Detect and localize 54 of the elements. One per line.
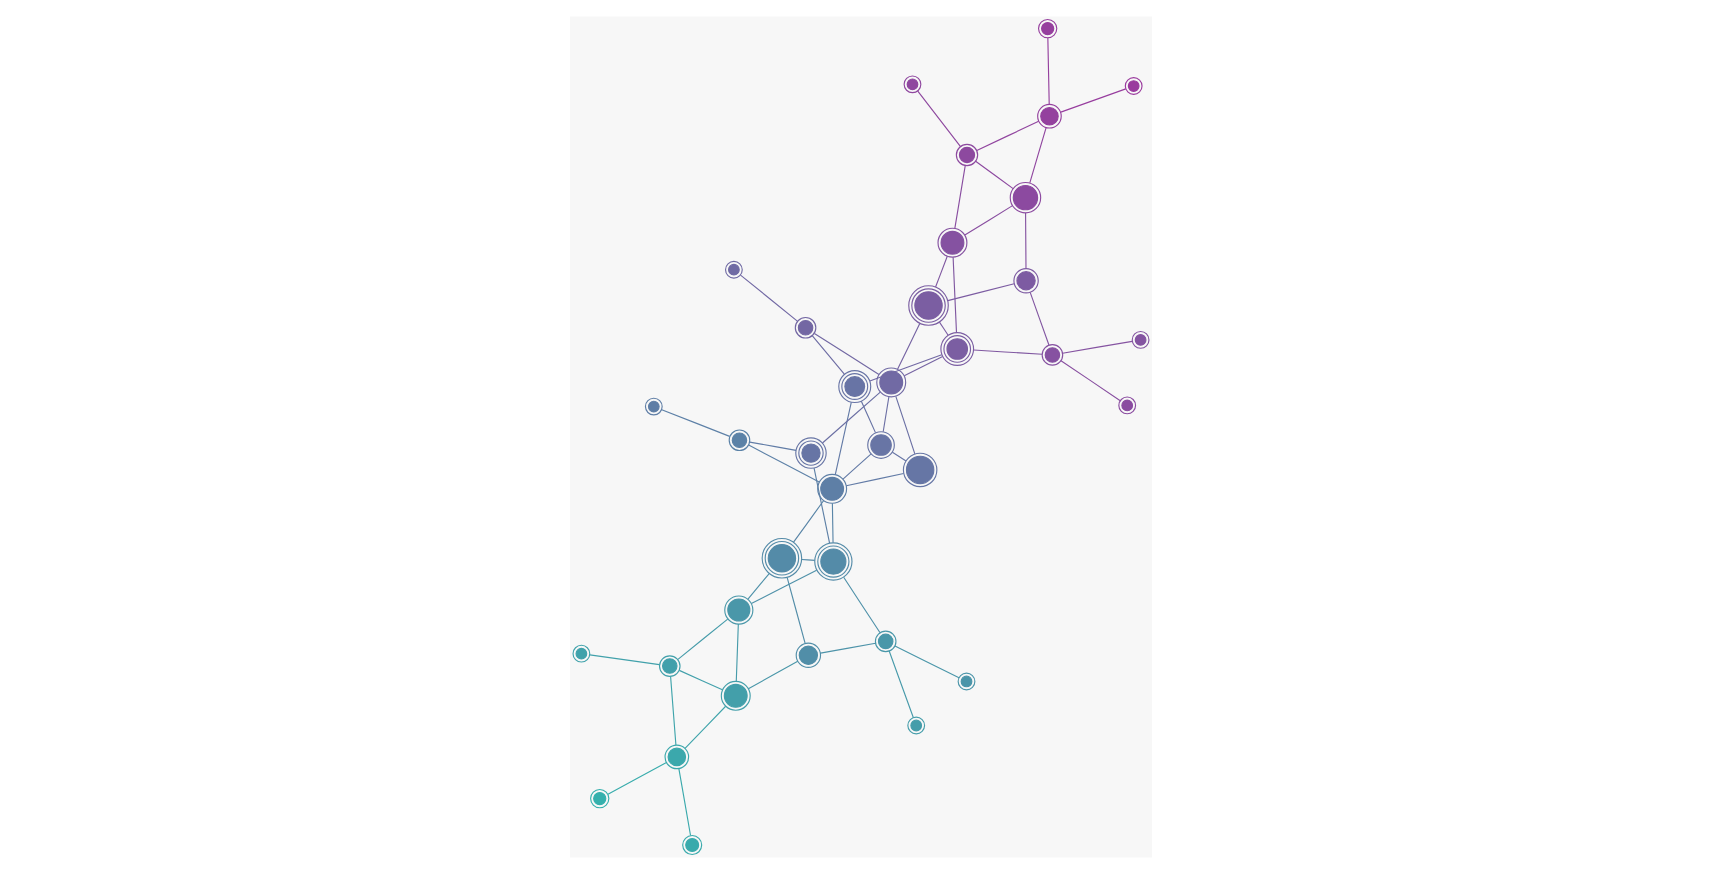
connector	[1028, 126, 1046, 184]
connector	[738, 274, 797, 322]
connector	[844, 472, 904, 487]
connector	[660, 409, 730, 437]
connector	[830, 502, 833, 544]
connector	[963, 205, 1013, 236]
connector	[820, 391, 880, 444]
connector	[946, 283, 1014, 302]
connector	[606, 761, 667, 795]
connector	[746, 572, 769, 600]
connector	[734, 623, 738, 682]
connector	[749, 569, 817, 605]
connector	[812, 467, 830, 544]
connector	[746, 660, 798, 690]
connector	[916, 90, 960, 147]
connector	[677, 768, 691, 837]
connector	[747, 444, 819, 483]
connector	[951, 256, 957, 334]
connector	[859, 400, 876, 434]
connector	[934, 255, 947, 288]
connector	[677, 669, 722, 691]
connector	[887, 650, 913, 719]
connector	[894, 395, 915, 455]
connector	[1059, 360, 1120, 402]
connector	[842, 576, 880, 634]
connector	[810, 335, 844, 375]
connector	[972, 349, 1042, 355]
connector	[833, 401, 851, 476]
connector	[676, 618, 728, 660]
connector	[881, 396, 889, 433]
connector	[1024, 212, 1026, 270]
connector	[975, 120, 1039, 151]
connector	[812, 332, 879, 376]
connector	[893, 645, 959, 679]
connector	[841, 453, 871, 480]
connector	[1028, 291, 1049, 346]
connector	[792, 500, 824, 543]
connector	[895, 323, 920, 370]
connector	[953, 165, 965, 229]
connector	[748, 441, 796, 451]
connector	[937, 321, 948, 336]
connector	[1060, 340, 1132, 354]
connector	[902, 355, 943, 377]
connector	[818, 642, 876, 654]
connector	[588, 654, 659, 666]
connector	[683, 705, 726, 749]
connector	[800, 558, 815, 561]
connector	[1046, 37, 1049, 105]
connector	[868, 354, 942, 382]
connector	[669, 675, 676, 746]
connector	[974, 160, 1013, 190]
connector	[890, 451, 906, 462]
connector	[785, 577, 805, 644]
connector	[1059, 88, 1126, 113]
